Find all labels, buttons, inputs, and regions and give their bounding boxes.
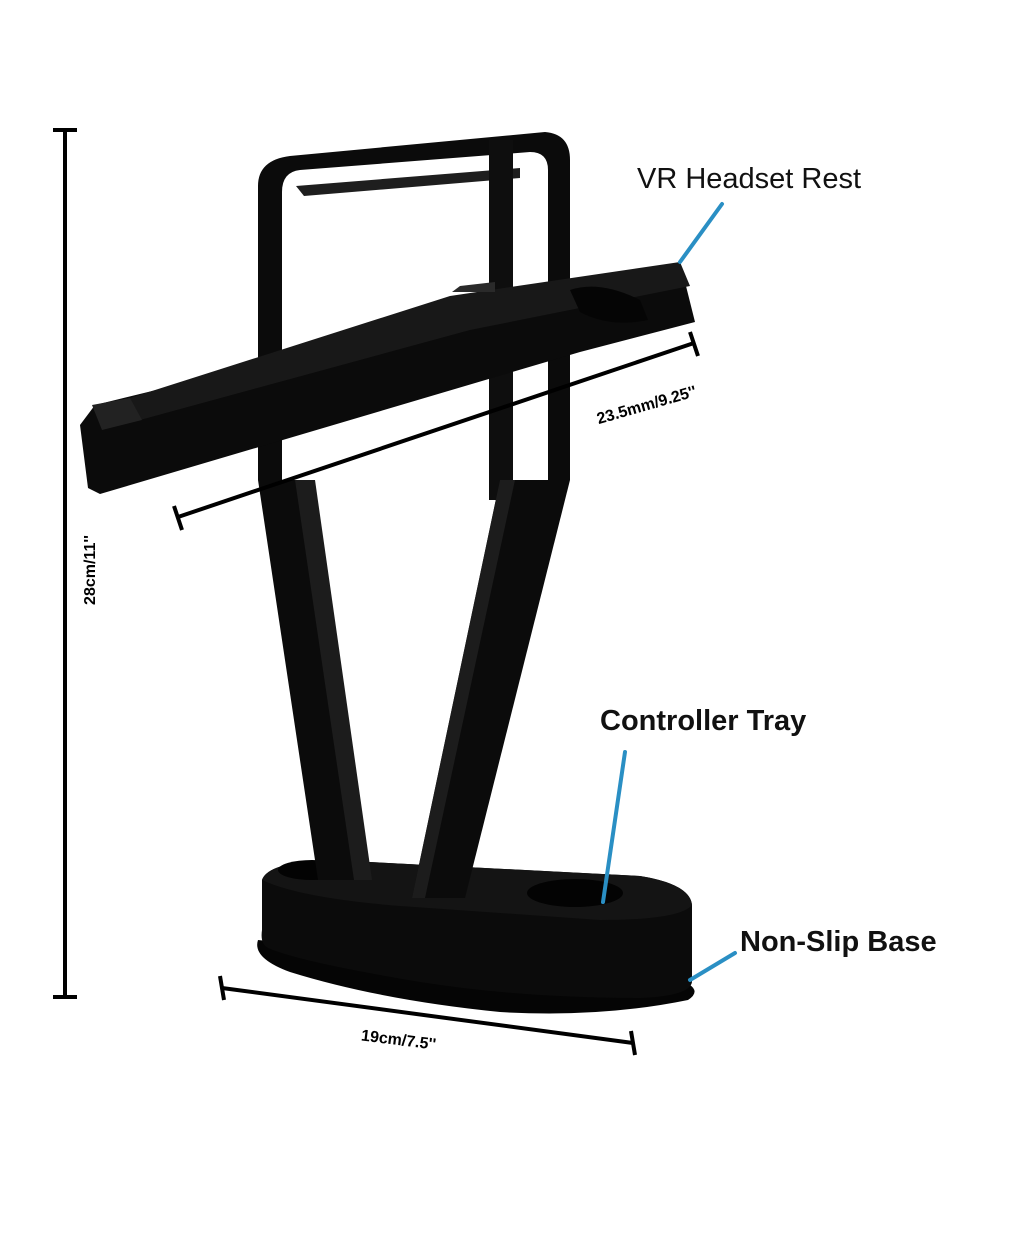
rest-dimension-label: 23.5mm/9.25'' (595, 383, 699, 428)
dimension-base-width: 19cm/7.5'' (218, 975, 637, 1056)
vr-stand (80, 132, 695, 1014)
non-slip-base-label: Non-Slip Base (740, 926, 937, 958)
headset-rest-strip (452, 282, 495, 292)
controller-tray-callout-line (601, 750, 627, 904)
base-dimension-cap-left (218, 975, 226, 1001)
left-leg-edge (295, 480, 372, 880)
right-leg (412, 480, 570, 898)
rest-dimension-cap-right (688, 331, 700, 357)
right-leg-edge (412, 480, 515, 898)
callout-non-slip-base: Non-Slip Base (688, 926, 937, 982)
rest-dimension-cap-left (172, 505, 184, 531)
frame-top-handle (258, 132, 570, 480)
height-dimension-label: 28cm/11'' (82, 535, 99, 605)
base-dimension-label: 19cm/7.5'' (360, 1028, 437, 1054)
frame-inner-bar (296, 168, 520, 196)
headset-rest-label: VR Headset Rest (637, 163, 861, 195)
base-dimension-line (221, 986, 634, 1045)
headset-rest-arm (80, 262, 695, 494)
non-slip-base-callout-line (688, 951, 737, 982)
callout-controller-tray: Controller Tray (600, 705, 806, 904)
rest-dimension-line (177, 341, 695, 519)
base-dimension-cap-right (629, 1030, 637, 1056)
headset-rest-callout-line (678, 202, 724, 264)
headset-rest-left-lip (92, 398, 142, 430)
headset-rest-top (95, 262, 690, 425)
dimension-height: 28cm/11'' (53, 128, 99, 999)
controller-tray-label: Controller Tray (600, 705, 806, 737)
callout-headset-rest: VR Headset Rest (637, 163, 861, 264)
headset-rest-right-end (570, 286, 648, 323)
controller-cup-right (527, 879, 623, 907)
